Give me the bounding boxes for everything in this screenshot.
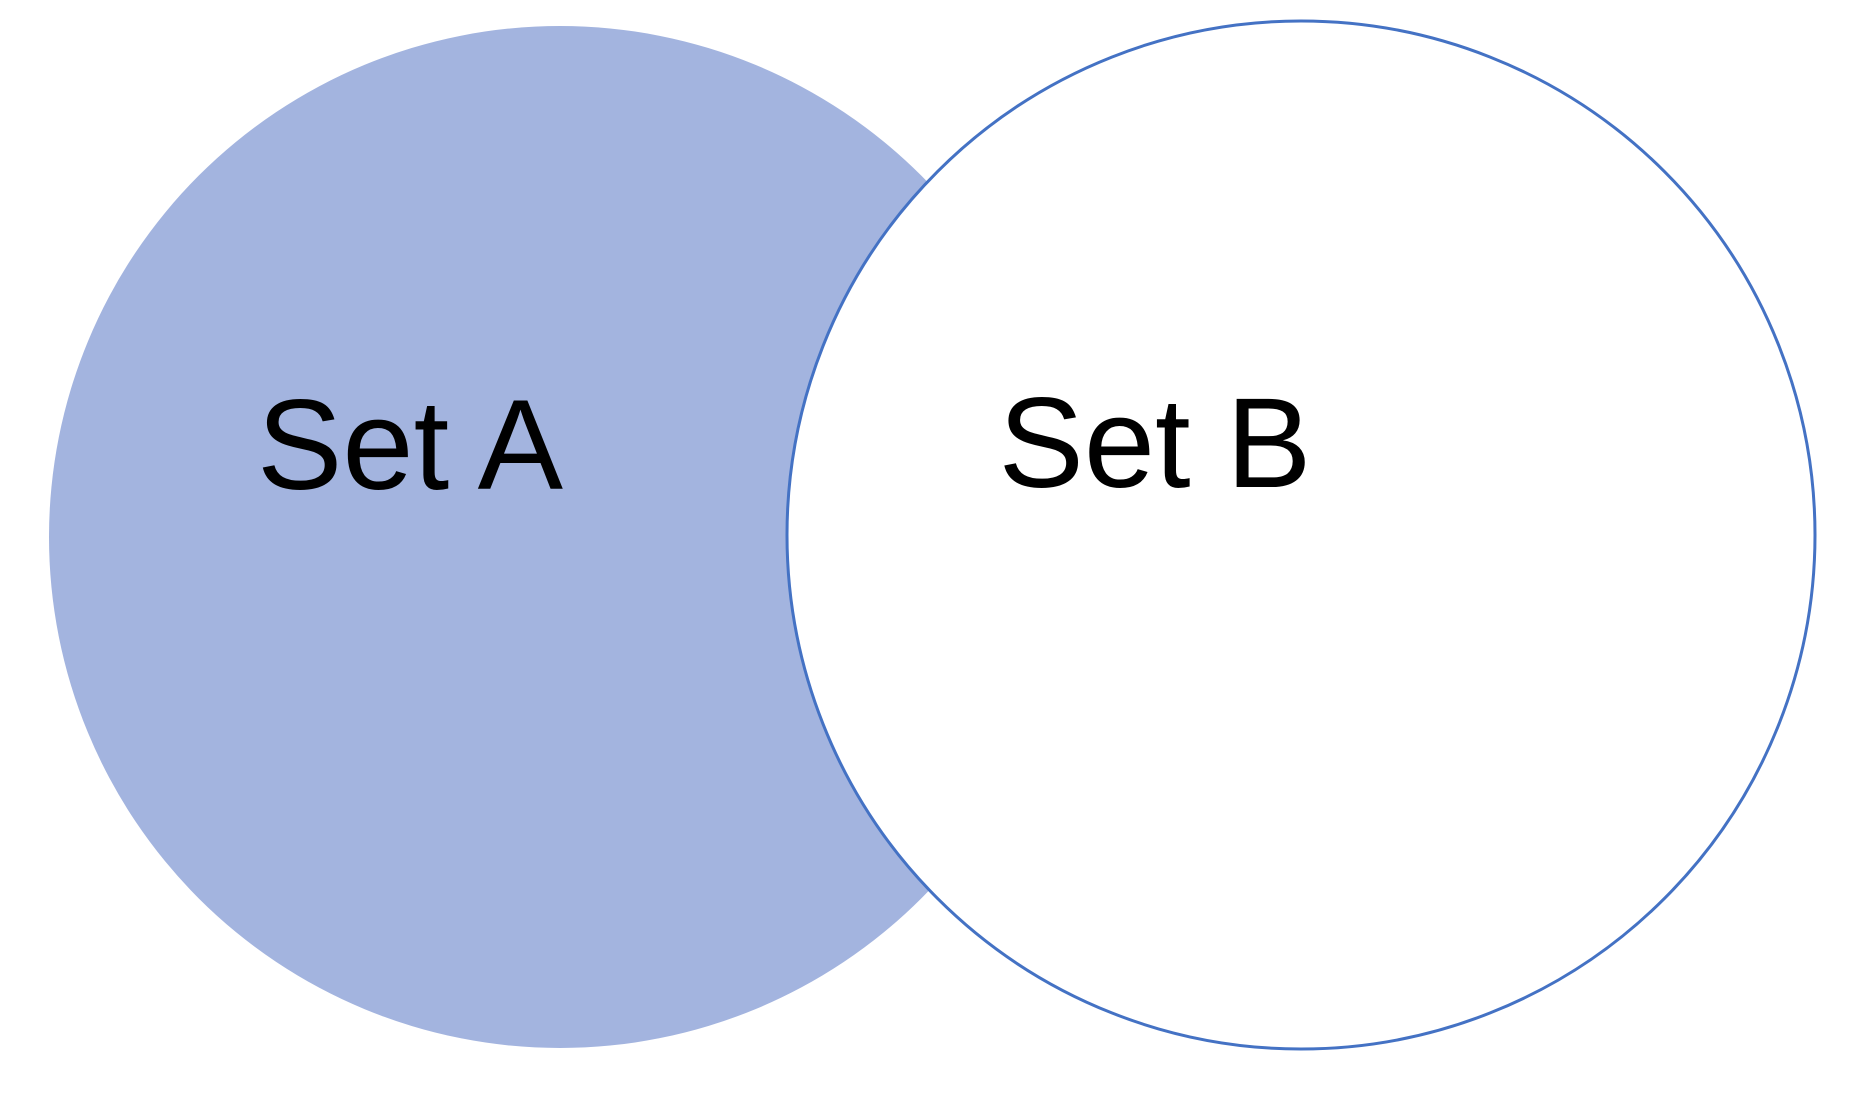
set-a-label: Set A <box>257 374 564 517</box>
set-b-circle[interactable] <box>785 19 1817 1051</box>
set-a-circle[interactable] <box>49 26 1071 1048</box>
set-b-label: Set B <box>998 372 1311 515</box>
